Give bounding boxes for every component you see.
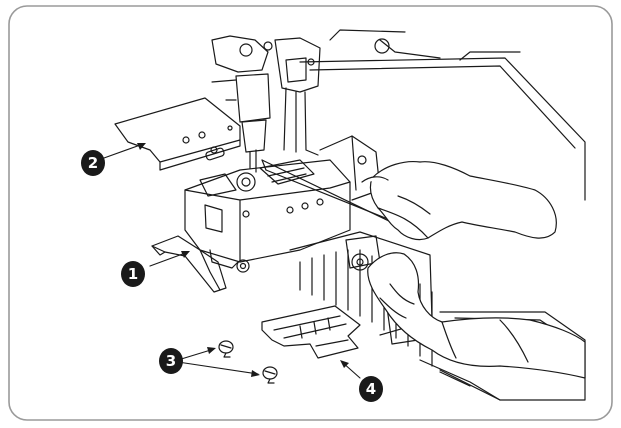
callout-2-label: 2: [88, 154, 98, 172]
leader-2: [103, 143, 144, 159]
part-4-plate: [261, 305, 361, 359]
callout-3-label: 3: [166, 352, 176, 370]
screw-upper: [218, 340, 234, 358]
machine-bed: [299, 29, 586, 201]
callout-1: 1: [121, 261, 145, 287]
figure-frame: [8, 5, 613, 421]
leader-arrowheads: [137, 143, 349, 377]
machine-illustration: [103, 29, 586, 401]
screw-lower: [262, 366, 278, 384]
callout-4: 4: [359, 376, 383, 402]
callout-4-label: 4: [366, 380, 376, 398]
callout-3: 3: [159, 348, 183, 374]
callout-1-label: 1: [128, 265, 138, 283]
left-hand: [367, 252, 586, 379]
callout-2: 2: [81, 150, 105, 176]
machine-head: [184, 135, 381, 273]
leader-3b: [177, 361, 259, 375]
needle-mechanism: [211, 35, 321, 173]
part-3-screws: [218, 340, 278, 384]
part-2-cover: [114, 97, 241, 171]
leader-3a: [177, 348, 215, 361]
leader-1: [149, 251, 189, 267]
right-hand: [361, 160, 557, 241]
part-1-plate: [151, 235, 227, 293]
